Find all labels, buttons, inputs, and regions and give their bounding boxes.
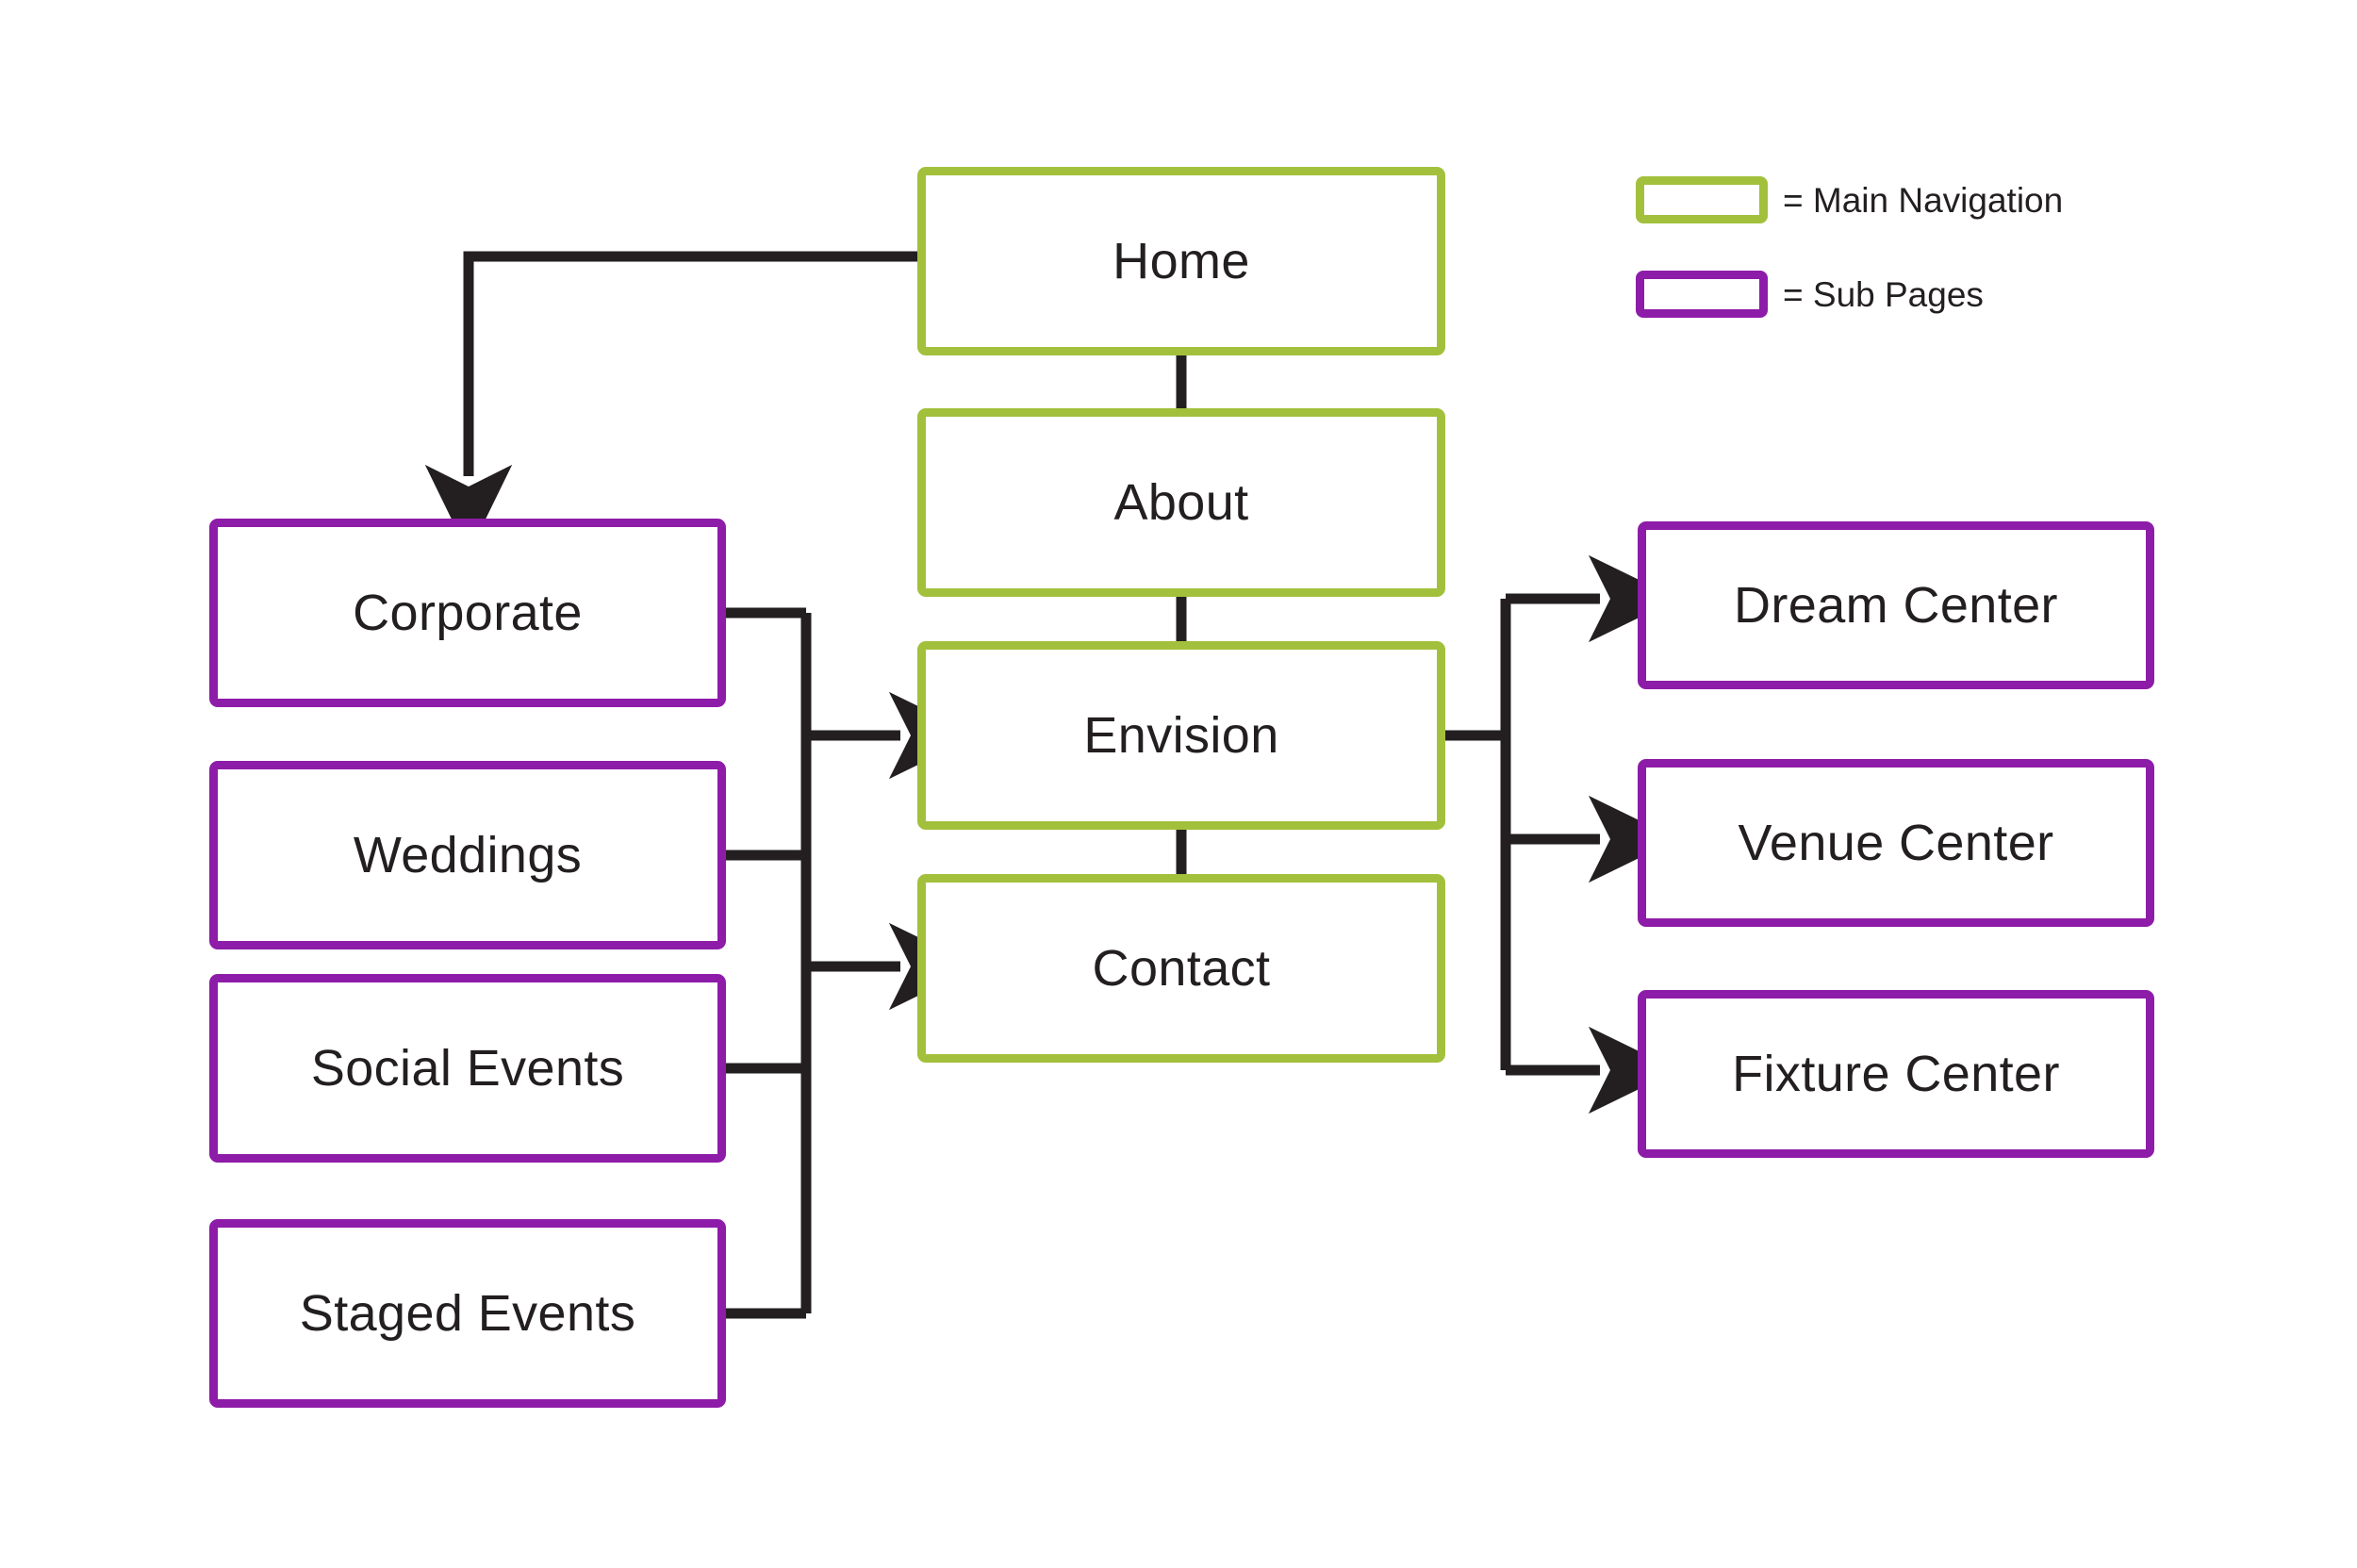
node-fixture-center-label: Fixture Center xyxy=(1732,1046,2060,1102)
legend: = Main Navigation = Sub Pages xyxy=(1636,174,2145,363)
node-contact[interactable]: Contact xyxy=(917,874,1445,1063)
node-staged-events-label: Staged Events xyxy=(299,1285,636,1342)
node-social-events[interactable]: Social Events xyxy=(209,974,726,1163)
node-about-label: About xyxy=(1113,474,1249,531)
legend-label-sub-pages: = Sub Pages xyxy=(1783,274,1984,314)
node-weddings[interactable]: Weddings xyxy=(209,761,726,949)
node-contact-label: Contact xyxy=(1092,940,1271,997)
connector-home-to-corporate xyxy=(424,251,917,554)
node-home[interactable]: Home xyxy=(917,167,1445,355)
node-social-events-label: Social Events xyxy=(310,1040,625,1097)
main-navigation-swatch xyxy=(1636,176,1768,223)
legend-label-main-navigation: = Main Navigation xyxy=(1783,180,2064,220)
node-envision-label: Envision xyxy=(1083,707,1279,764)
legend-item-main-navigation: = Main Navigation xyxy=(1636,174,2145,225)
node-venue-center[interactable]: Venue Center xyxy=(1638,759,2154,927)
node-venue-center-label: Venue Center xyxy=(1738,815,2054,871)
sub-pages-swatch xyxy=(1636,271,1768,318)
node-home-label: Home xyxy=(1113,233,1250,289)
node-envision[interactable]: Envision xyxy=(917,641,1445,830)
node-weddings-label: Weddings xyxy=(353,827,583,883)
node-corporate[interactable]: Corporate xyxy=(209,519,726,707)
node-about[interactable]: About xyxy=(917,408,1445,597)
legend-item-sub-pages: = Sub Pages xyxy=(1636,269,2145,320)
node-corporate-label: Corporate xyxy=(353,585,583,641)
node-fixture-center[interactable]: Fixture Center xyxy=(1638,990,2154,1158)
node-dream-center-label: Dream Center xyxy=(1734,577,2058,634)
node-staged-events[interactable]: Staged Events xyxy=(209,1219,726,1408)
node-dream-center[interactable]: Dream Center xyxy=(1638,521,2154,689)
